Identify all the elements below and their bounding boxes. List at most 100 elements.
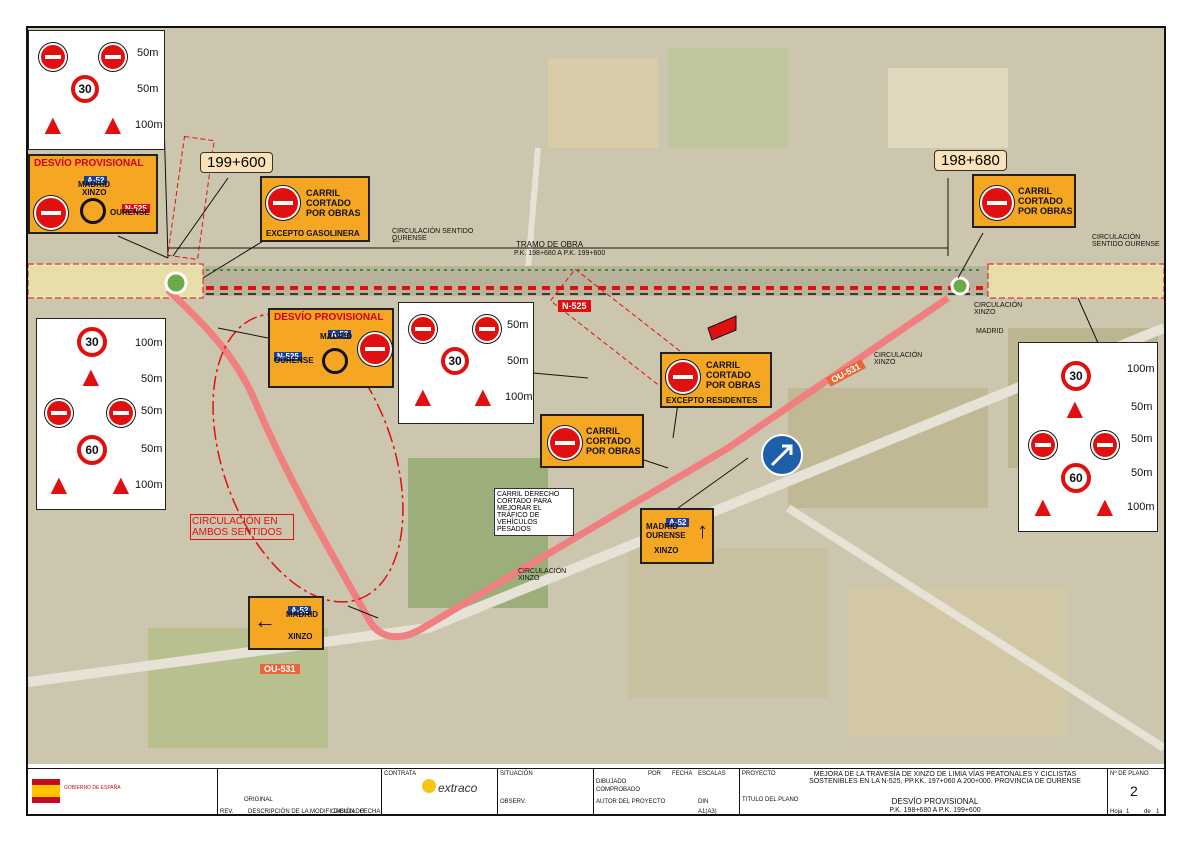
speed-limit-sign: 30 [77, 327, 107, 357]
road-label-n525: N-525 [558, 300, 591, 312]
distance-label: 100m [135, 119, 163, 131]
sign-text: CARRIL [1018, 186, 1052, 196]
distance-label: 50m [1131, 433, 1153, 445]
signal-panel-right: 30 100m ▲ 50m 50m 60 50m ▲ ▲ 100m [1018, 342, 1158, 532]
no-overtaking-trucks-icon [107, 399, 135, 427]
sign-text: POR OBRAS [586, 446, 641, 456]
cell-text: 1 [1156, 809, 1160, 815]
sign-text: CORTADO [706, 370, 751, 380]
sign-text: CORTADO [306, 198, 351, 208]
lane-closed-sign-lower: CARRIL CORTADO POR OBRAS [540, 414, 644, 468]
detour-title: DESVÍO PROVISIONAL [274, 312, 384, 323]
sign-footnote: EXCEPTO RESIDENTES [666, 396, 758, 405]
cell-text: AUTOR DEL PROYECTO [596, 799, 666, 805]
destination-ourense: OURENSE [110, 208, 150, 217]
ambos-sentidos-label: CIRCULACIÓN EN AMBOS SENTIDOS [190, 514, 294, 540]
plan-title: DESVÍO PROVISIONAL [891, 797, 979, 806]
cell-text: POR [648, 771, 662, 777]
direction-sign-madrid-ourense-xinzo: A-52 MADRID OURENSE XINZO ↑ [640, 508, 714, 564]
sign-text: CARRIL [706, 360, 740, 370]
company-logo-icon [422, 779, 436, 793]
detour-title: DESVÍO PROVISIONAL [34, 158, 144, 169]
destination-text: OURENSE [646, 531, 686, 540]
situation-cell: SITUACIÓN OBSERV. [498, 769, 594, 814]
distance-label: 100m [135, 337, 163, 349]
sign-text: POR OBRAS [306, 208, 361, 218]
cell-text: ORIGINAL [244, 797, 273, 803]
cell-text: DESCRIPCIÓN DE LA MODIFICACIÓN [248, 809, 355, 815]
speed-limit-sign: 60 [77, 435, 107, 465]
no-entry-icon [358, 332, 392, 366]
roundabout-icon [80, 198, 106, 224]
destination-text: MADRID [646, 522, 678, 531]
road-label-ou531: OU-531 [260, 664, 300, 674]
road-works-triangle-icon: ▲ [107, 469, 135, 500]
distance-label: 100m [135, 479, 163, 491]
distance-label: 100m [1127, 501, 1155, 513]
drawing-frame: 199+600 198+680 50m 30 50m ▲ ▲ 100m DESV… [26, 26, 1166, 816]
speed-limit-sign: 30 [71, 75, 99, 103]
no-entry-icon [548, 426, 582, 460]
arrow-up-icon: ↑ [697, 518, 708, 543]
no-overtaking-trucks-icon [39, 43, 67, 71]
road-works-triangle-icon: ▲ [1029, 491, 1057, 522]
distance-label: 50m [141, 443, 163, 455]
road-works-triangle-icon: ▲ [39, 109, 67, 140]
circulation-xinzo-label: CIRCULACIÓN XINZO [974, 302, 1023, 316]
road-works-triangle-icon: ▲ [409, 381, 437, 412]
no-overtaking-trucks-icon [99, 43, 127, 71]
cell-text: REV. [220, 809, 234, 815]
no-entry-icon [666, 360, 700, 394]
cell-text: FECHA [360, 809, 381, 815]
no-entry-icon [980, 186, 1014, 220]
sign-text: CARRIL [586, 426, 620, 436]
circulation-xinzo-label: CIRCULACIÓN XINZO [874, 352, 923, 366]
revisions-cell: ORIGINAL REV. DESCRIPCIÓN DE LA MODIFICA… [218, 769, 382, 815]
plan-subtitle: P.K. 198+680 A P.K. 199+600 [889, 807, 981, 814]
company-name: extraco [438, 781, 478, 795]
tramo-label: TRAMO DE OBRA [516, 240, 584, 249]
cell-text: A1(A3) [698, 809, 717, 815]
signal-panel-left: 30 100m ▲ 50m 50m 60 50m ▲ ▲ 100m [36, 318, 166, 510]
sign-footnote: EXCEPTO GASOLINERA [266, 229, 360, 238]
arrow-left-icon: ← [390, 232, 402, 246]
pk-199600-label: 199+600 [200, 152, 273, 173]
destination-xinzo: XINZO [82, 188, 107, 197]
destination-text: XINZO [288, 632, 313, 641]
signal-panel-center: 50m 30 50m ▲ ▲ 100m [398, 302, 534, 424]
destination-text: MADRID [286, 610, 318, 619]
distance-label: 100m [505, 391, 533, 403]
no-entry-icon [266, 186, 300, 220]
cell-text: FECHA [672, 771, 693, 777]
carril-derecho-note: CARRIL DERECHO CORTADO PARA MEJORAR EL T… [494, 488, 574, 536]
road-tag-n525: N-525 [122, 204, 150, 213]
distance-label: 50m [137, 83, 159, 95]
road-tag-a52: A-52 [84, 176, 108, 185]
distance-label: 50m [1131, 467, 1153, 479]
road-works-triangle-icon: ▲ [1091, 491, 1119, 522]
circulation-ourense-label: CIRCULACIÓN SENTIDO OURENSE [1092, 234, 1160, 248]
no-overtaking-trucks-icon [1029, 431, 1057, 459]
contractor-cell: CONTRATA extraco [382, 769, 498, 814]
road-tag-n525: N-525 [274, 352, 302, 361]
sign-text: POR OBRAS [706, 380, 761, 390]
lane-closed-sign-residentes: CARRIL CORTADO POR OBRAS EXCEPTO RESIDEN… [660, 352, 772, 408]
tramo-pk-label: P.K. 198+680 A P.K. 199+600 [514, 250, 606, 257]
destination-madrid: MADRID [78, 180, 110, 189]
circulation-xinzo-label: CIRCULACIÓN XINZO [518, 568, 567, 582]
cell-text: de [1144, 809, 1151, 815]
cell-text: 1 [1126, 809, 1130, 815]
narrowing-triangle-icon: ▲ [1061, 393, 1089, 424]
road-tag-a52: A-52 [666, 518, 690, 527]
road-works-triangle-icon: ▲ [45, 469, 73, 500]
speed-limit-sign: 30 [441, 347, 469, 375]
cell-text: Hoja [1110, 809, 1123, 815]
map-graphics [28, 28, 1164, 764]
project-title: MEJORA DE LA TRAVESÍA DE XINZO DE LIMIA … [809, 771, 1081, 785]
pk-198680-label: 198+680 [934, 150, 1007, 171]
distance-label: 50m [141, 405, 163, 417]
destination-text: XINZO [654, 546, 679, 555]
detour-sign-mid: DESVÍO PROVISIONAL A-52 MADRID N-525 OUR… [268, 308, 394, 388]
no-overtaking-trucks-icon [1091, 431, 1119, 459]
cell-text: DIBUJADO [334, 809, 365, 815]
